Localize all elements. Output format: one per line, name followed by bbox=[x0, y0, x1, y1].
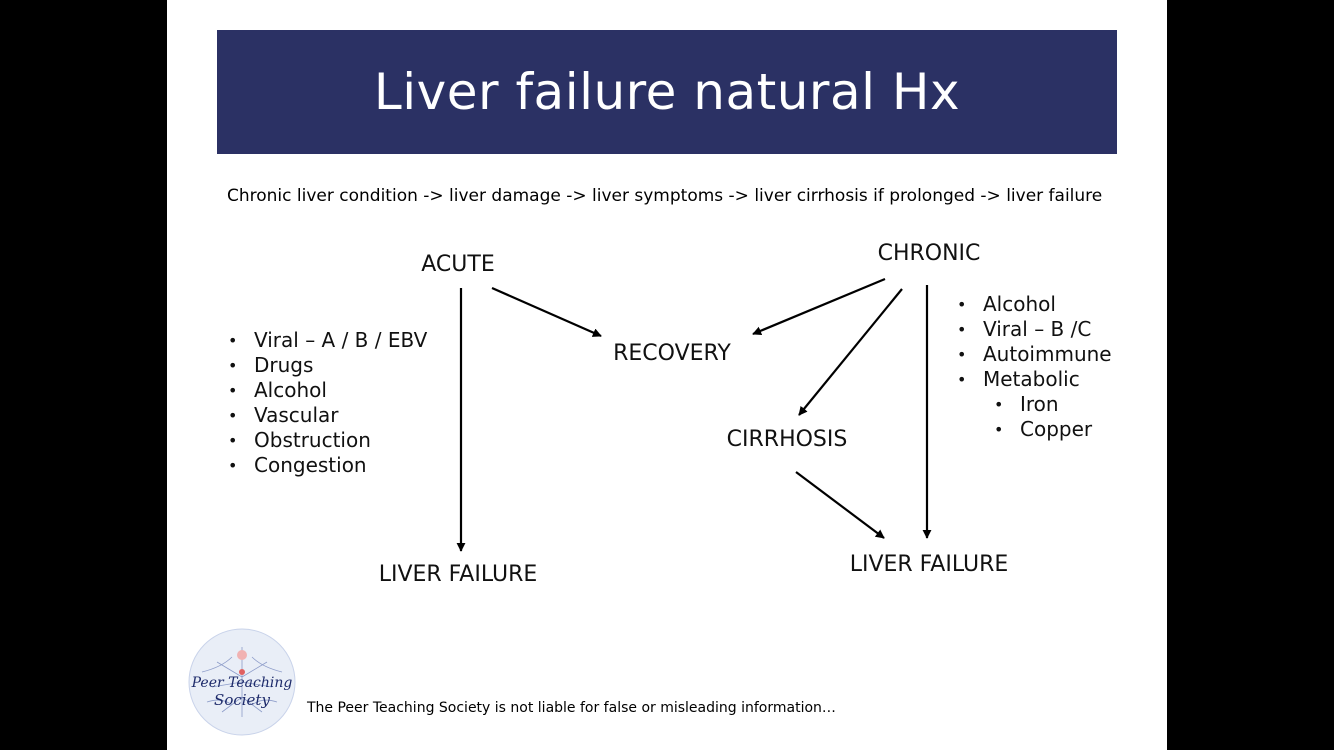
node-cirrhosis: CIRRHOSIS bbox=[726, 427, 848, 452]
slide-title: Liver failure natural Hx bbox=[373, 63, 961, 121]
disclaimer: The Peer Teaching Society is not liable … bbox=[307, 700, 836, 716]
list-item: Obstruction bbox=[228, 428, 427, 453]
list-item: Congestion bbox=[228, 453, 427, 478]
logo-text-line-1: Peer Teaching bbox=[191, 675, 293, 691]
list-item: Viral – B /C bbox=[957, 317, 1112, 342]
title-band: Liver failure natural Hx bbox=[217, 30, 1117, 154]
node-chronic: CHRONIC bbox=[877, 241, 981, 266]
node-acute: ACUTE bbox=[421, 252, 495, 277]
chronic-causes-list: Alcohol Viral – B /C Autoimmune Metaboli… bbox=[957, 292, 1112, 442]
list-item: Metabolic bbox=[957, 367, 1112, 392]
arrow-cirrhosis-to-liver-failure bbox=[795, 471, 885, 539]
node-recovery: RECOVERY bbox=[613, 341, 731, 366]
list-item: Drugs bbox=[228, 353, 427, 378]
list-item: Iron bbox=[994, 392, 1112, 417]
arrow-chronic-to-cirrhosis bbox=[798, 288, 903, 416]
acute-causes-list: Viral – A / B / EBV Drugs Alcohol Vascul… bbox=[228, 328, 427, 478]
list-item: Viral – A / B / EBV bbox=[228, 328, 427, 353]
progression-summary: Chronic liver condition -> liver damage … bbox=[227, 186, 1103, 206]
list-item: Alcohol bbox=[957, 292, 1112, 317]
peer-teaching-society-logo: Peer Teaching Society bbox=[188, 628, 296, 736]
diagram-arrows bbox=[456, 277, 932, 552]
list-item: Autoimmune bbox=[957, 342, 1112, 367]
node-liver-failure-acute: LIVER FAILURE bbox=[378, 562, 538, 587]
slide: Liver failure natural Hx Chronic liver c… bbox=[167, 0, 1167, 750]
list-item: Alcohol bbox=[228, 378, 427, 403]
node-liver-failure-chronic: LIVER FAILURE bbox=[849, 552, 1009, 577]
logo-text-line-2: Society bbox=[214, 691, 270, 709]
list-item: Copper bbox=[994, 417, 1112, 442]
arrow-acute-to-recovery bbox=[491, 286, 602, 338]
arrow-chronic-to-recovery bbox=[752, 277, 886, 336]
list-item: Vascular bbox=[228, 403, 427, 428]
